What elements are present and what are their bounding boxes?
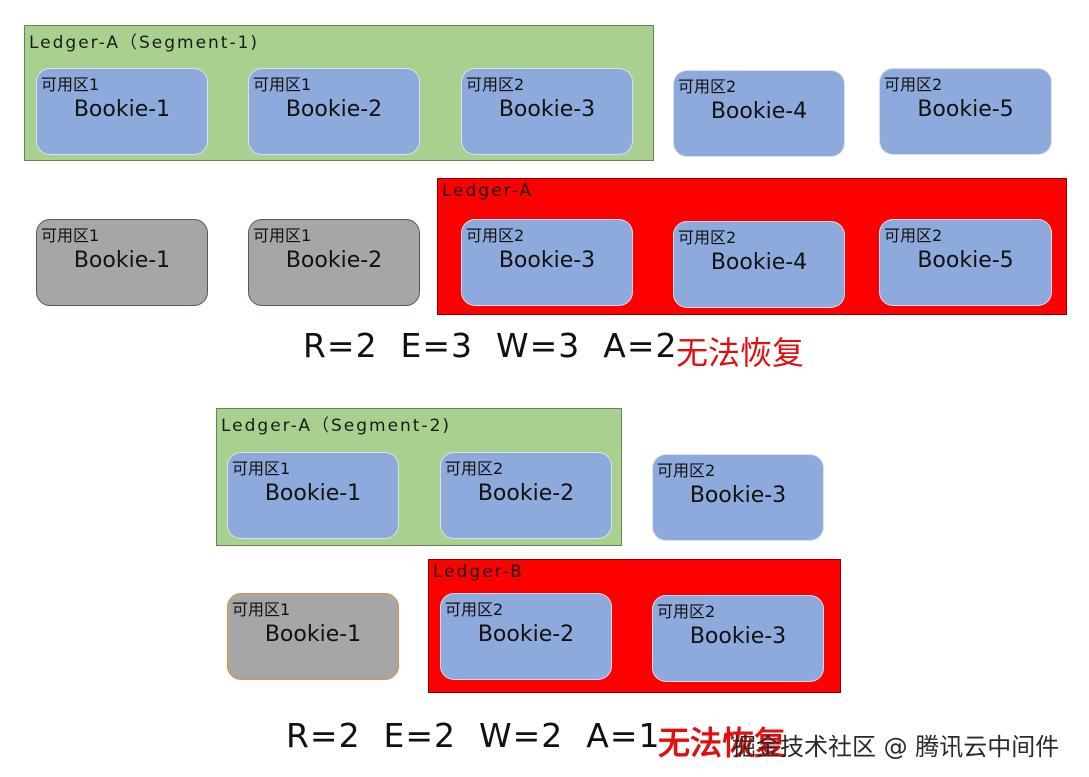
zone-label: 可用区2 [678, 228, 737, 247]
group-label: Ledger-A [442, 181, 533, 201]
recovery-result: 无法恢复 [658, 724, 787, 762]
bookie-node-failed: 可用区1 Bookie-1 [227, 593, 399, 680]
bookie-node: 可用区1 Bookie-1 [227, 452, 399, 539]
bookie-node: 可用区2 Bookie-2 [440, 593, 612, 680]
zone-label: 可用区1 [41, 75, 100, 94]
zone-label: 可用区2 [466, 75, 525, 94]
bookie-name: Bookie-4 [710, 99, 808, 124]
zone-label: 可用区1 [253, 226, 312, 245]
bookie-node: 可用区2 Bookie-4 [673, 70, 845, 157]
zone-label: 可用区1 [232, 600, 291, 619]
bookie-name: Bookie-3 [498, 248, 596, 273]
bookie-name: Bookie-1 [73, 97, 171, 122]
zone-label: 可用区1 [41, 226, 100, 245]
zone-label: 可用区1 [253, 75, 312, 94]
bookie-node: 可用区2 Bookie-3 [652, 454, 824, 541]
bookie-node: 可用区2 Bookie-4 [673, 221, 845, 308]
quorum-formula: R=2 E=2 W=2 A=1 [286, 716, 661, 755]
zone-label: 可用区2 [884, 226, 943, 245]
bookie-name: Bookie-2 [285, 248, 383, 273]
bookie-node-failed: 可用区1 Bookie-2 [248, 219, 420, 306]
bookie-node: 可用区2 Bookie-5 [879, 68, 1052, 155]
group-label: Ledger-A（Segment-1) [29, 33, 260, 53]
bookie-node-failed: 可用区1 Bookie-1 [36, 219, 208, 306]
bookie-node: 可用区2 Bookie-3 [461, 219, 633, 306]
zone-label: 可用区2 [445, 600, 504, 619]
bookie-name: Bookie-1 [264, 481, 362, 506]
bookie-node: 可用区2 Bookie-2 [440, 452, 612, 539]
watermark: 掘金技术社区 @ 腾讯云中间件 [732, 733, 1060, 761]
bookie-name: Bookie-2 [477, 481, 575, 506]
zone-label: 可用区2 [657, 602, 716, 621]
zone-label: 可用区1 [232, 459, 291, 478]
bookie-node: 可用区2 Bookie-3 [652, 595, 824, 682]
bookie-name: Bookie-4 [710, 250, 808, 275]
zone-label: 可用区2 [678, 77, 737, 96]
bookie-name: Bookie-3 [689, 624, 787, 649]
bookie-name: Bookie-2 [477, 622, 575, 647]
bookie-name: Bookie-5 [917, 248, 1014, 273]
bookie-node: 可用区1 Bookie-1 [36, 68, 208, 155]
zone-label: 可用区2 [657, 461, 716, 480]
recovery-result: 无法恢复 [676, 334, 805, 372]
bookie-name: Bookie-5 [917, 97, 1014, 122]
group-label: Ledger-A（Segment-2) [221, 416, 452, 436]
bookie-name: Bookie-3 [498, 97, 596, 122]
zone-label: 可用区2 [466, 226, 525, 245]
quorum-formula: R=2 E=3 W=3 A=2 [303, 326, 678, 365]
bookie-name: Bookie-1 [264, 622, 362, 647]
bookie-node: 可用区2 Bookie-3 [461, 68, 633, 155]
bookie-name: Bookie-2 [285, 97, 383, 122]
bookie-name: Bookie-3 [689, 483, 787, 508]
bookie-node: 可用区1 Bookie-2 [248, 68, 420, 155]
zone-label: 可用区2 [445, 459, 504, 478]
zone-label: 可用区2 [884, 75, 943, 94]
group-label: Ledger-B [433, 562, 524, 582]
bookie-node: 可用区2 Bookie-5 [879, 219, 1052, 306]
bookie-name: Bookie-1 [73, 248, 171, 273]
